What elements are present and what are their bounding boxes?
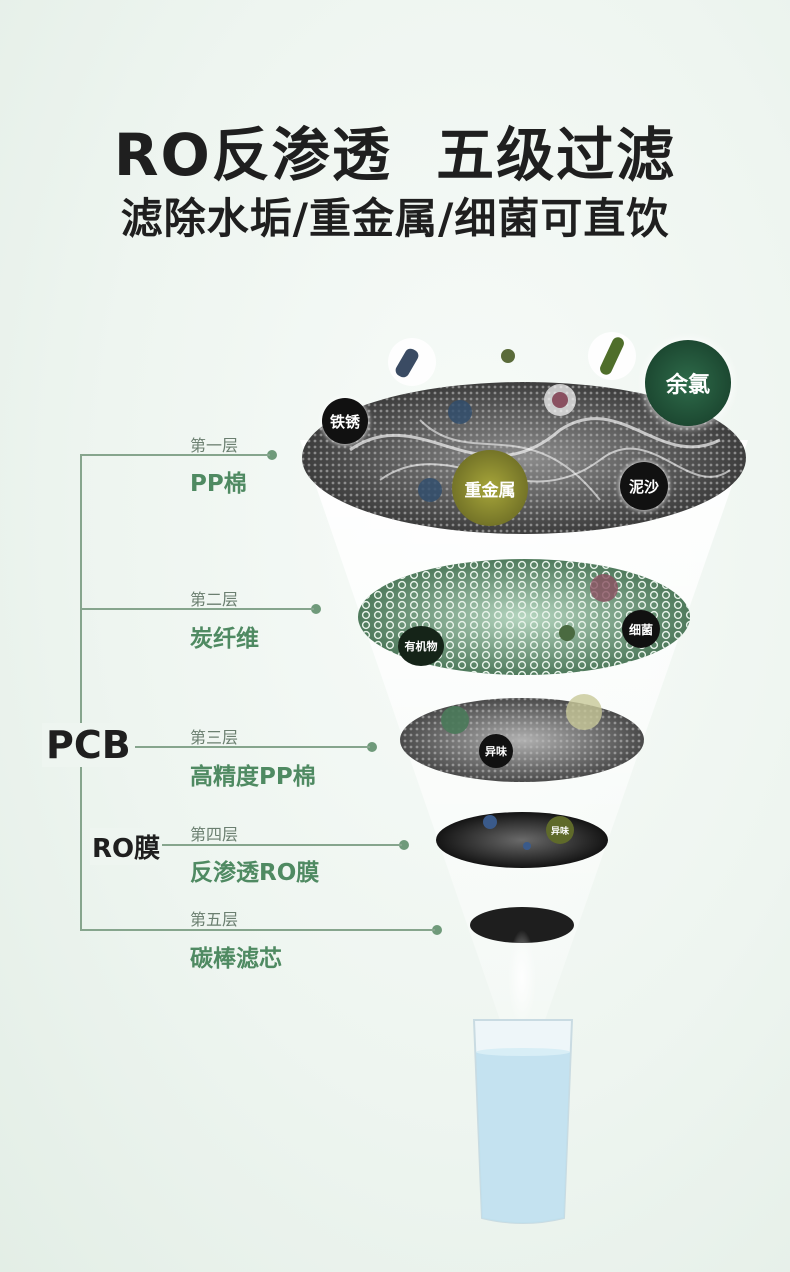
- silt-bubble: 泥沙: [620, 462, 668, 510]
- layer-4-index: 第四层: [190, 825, 239, 844]
- odor-bubble-small: 异味: [546, 816, 574, 844]
- layer-1-name: PP棉: [190, 471, 247, 497]
- filter-disk-ro-membrane: [436, 812, 608, 868]
- tree-branch-5: [80, 929, 435, 931]
- tree-trunk: [80, 456, 82, 930]
- ro-membrane-label: RO膜: [90, 828, 163, 865]
- layer-5-name: 碳棒滤芯: [190, 946, 282, 972]
- particle-2: [501, 349, 515, 363]
- organic-bubble: 有机物: [398, 626, 444, 666]
- filter-disk-carbon-rod: [470, 907, 574, 943]
- layer-1-index: 第一层: [190, 436, 239, 455]
- heavy-metal-bubble: 重金属: [452, 450, 528, 526]
- odor-bubble: 异味: [479, 734, 513, 768]
- page-title: RO反渗透 五级过滤: [113, 121, 677, 189]
- tree-branch-2: [80, 608, 314, 610]
- rust-bubble: 铁锈: [322, 398, 368, 444]
- tree-branch-3: [130, 746, 370, 748]
- layer-2-index: 第二层: [190, 590, 239, 609]
- pcb-label: PCB: [42, 723, 135, 767]
- layer-3-index: 第三层: [190, 728, 239, 747]
- layer-4-name: 反渗透RO膜: [190, 860, 320, 886]
- chlorine-bubble: 余氯: [645, 340, 731, 426]
- tree-branch-1: [80, 454, 270, 456]
- page-subtitle: 滤除水垢/重金属/细菌可直饮: [120, 194, 670, 243]
- water-glass-icon: [472, 1019, 574, 1224]
- layer-3-name: 高精度PP棉: [190, 764, 316, 790]
- layer-5-index: 第五层: [190, 910, 239, 929]
- bacteria-bubble: 细菌: [622, 610, 660, 648]
- tree-branch-4: [160, 844, 402, 846]
- layer-2-name: 炭纤维: [190, 626, 259, 652]
